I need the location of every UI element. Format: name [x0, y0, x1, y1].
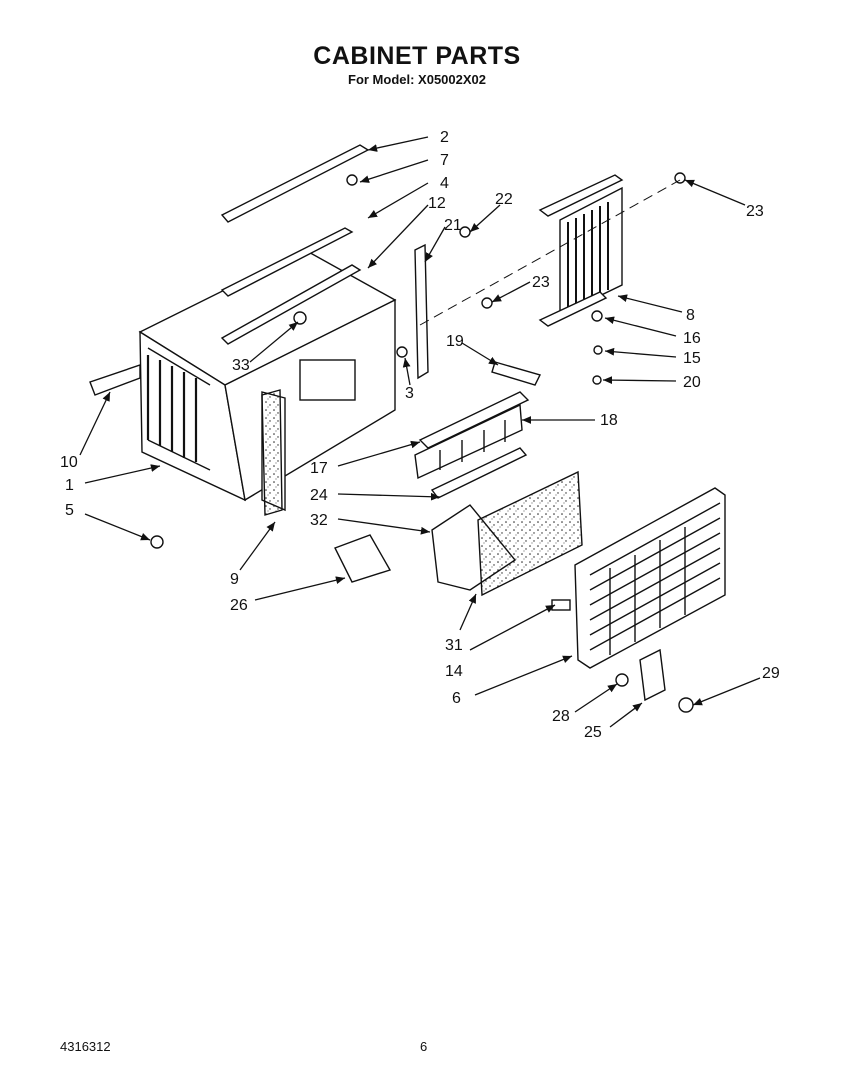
control-panel-plate — [639, 648, 666, 702]
callout-31: 31 — [445, 637, 463, 654]
callout-33: 33 — [232, 357, 250, 374]
knob-29 — [678, 697, 694, 713]
filter-frame — [431, 504, 517, 591]
callout-15: 15 — [683, 350, 701, 367]
callout-5: 5 — [65, 502, 74, 519]
washer-15 — [593, 345, 603, 355]
callout-24: 24 — [310, 487, 328, 504]
mounting-bracket — [334, 534, 392, 583]
knob-28 — [615, 673, 629, 687]
callout-9: 9 — [230, 571, 239, 588]
callout-32: 32 — [310, 512, 328, 529]
callout-25: 25 — [584, 724, 602, 741]
page-title: CABINET PARTS — [313, 42, 521, 70]
callout-1: 1 — [65, 477, 74, 494]
callout-2: 2 — [440, 129, 449, 146]
model-subtitle: For Model: X05002X02 — [348, 72, 486, 87]
callout-29: 29 — [762, 665, 780, 682]
callout-22: 22 — [495, 191, 513, 208]
side-curtain — [538, 174, 624, 327]
bracket — [414, 243, 429, 380]
callout-20: 20 — [683, 374, 701, 391]
page-number: 6 — [420, 1039, 428, 1054]
callout-26: 26 — [230, 597, 248, 614]
mounting-frame — [414, 391, 530, 480]
gasket-strip — [261, 389, 283, 516]
screw-16 — [591, 310, 603, 322]
screw-23-top — [674, 172, 686, 184]
callout-8: 8 — [686, 307, 695, 324]
callout-16: 16 — [683, 330, 701, 347]
top-strip — [220, 227, 354, 297]
callout-19: 19 — [446, 333, 464, 350]
callout-23-mid: 23 — [532, 274, 550, 291]
screw-5 — [150, 535, 164, 549]
slide-rail — [89, 364, 141, 396]
air-filter — [477, 470, 583, 597]
screw-7 — [346, 174, 358, 186]
document-number: 4316312 — [60, 1039, 111, 1054]
screw-23 — [481, 297, 493, 309]
clip-20 — [592, 375, 602, 385]
callout-17: 17 — [310, 460, 328, 477]
callout-18: 18 — [600, 412, 618, 429]
top-rail — [220, 144, 370, 223]
top-channel — [220, 264, 362, 345]
clip-3 — [396, 346, 408, 358]
callout-labels: 2 7 4 12 21 22 23 23 8 16 15 20 19 18 17… — [60, 129, 780, 741]
front-grille — [574, 487, 726, 669]
callout-23-top: 23 — [746, 203, 764, 220]
callout-3: 3 — [405, 385, 414, 402]
callout-12: 12 — [428, 195, 446, 212]
callout-6: 6 — [452, 690, 461, 707]
plug-33 — [293, 311, 307, 325]
bracket-19 — [491, 361, 542, 386]
callout-10: 10 — [60, 454, 78, 471]
callout-28: 28 — [552, 708, 570, 725]
callout-4: 4 — [440, 175, 449, 192]
callout-21: 21 — [444, 217, 462, 234]
callout-7: 7 — [440, 152, 449, 169]
callout-14: 14 — [445, 663, 463, 680]
